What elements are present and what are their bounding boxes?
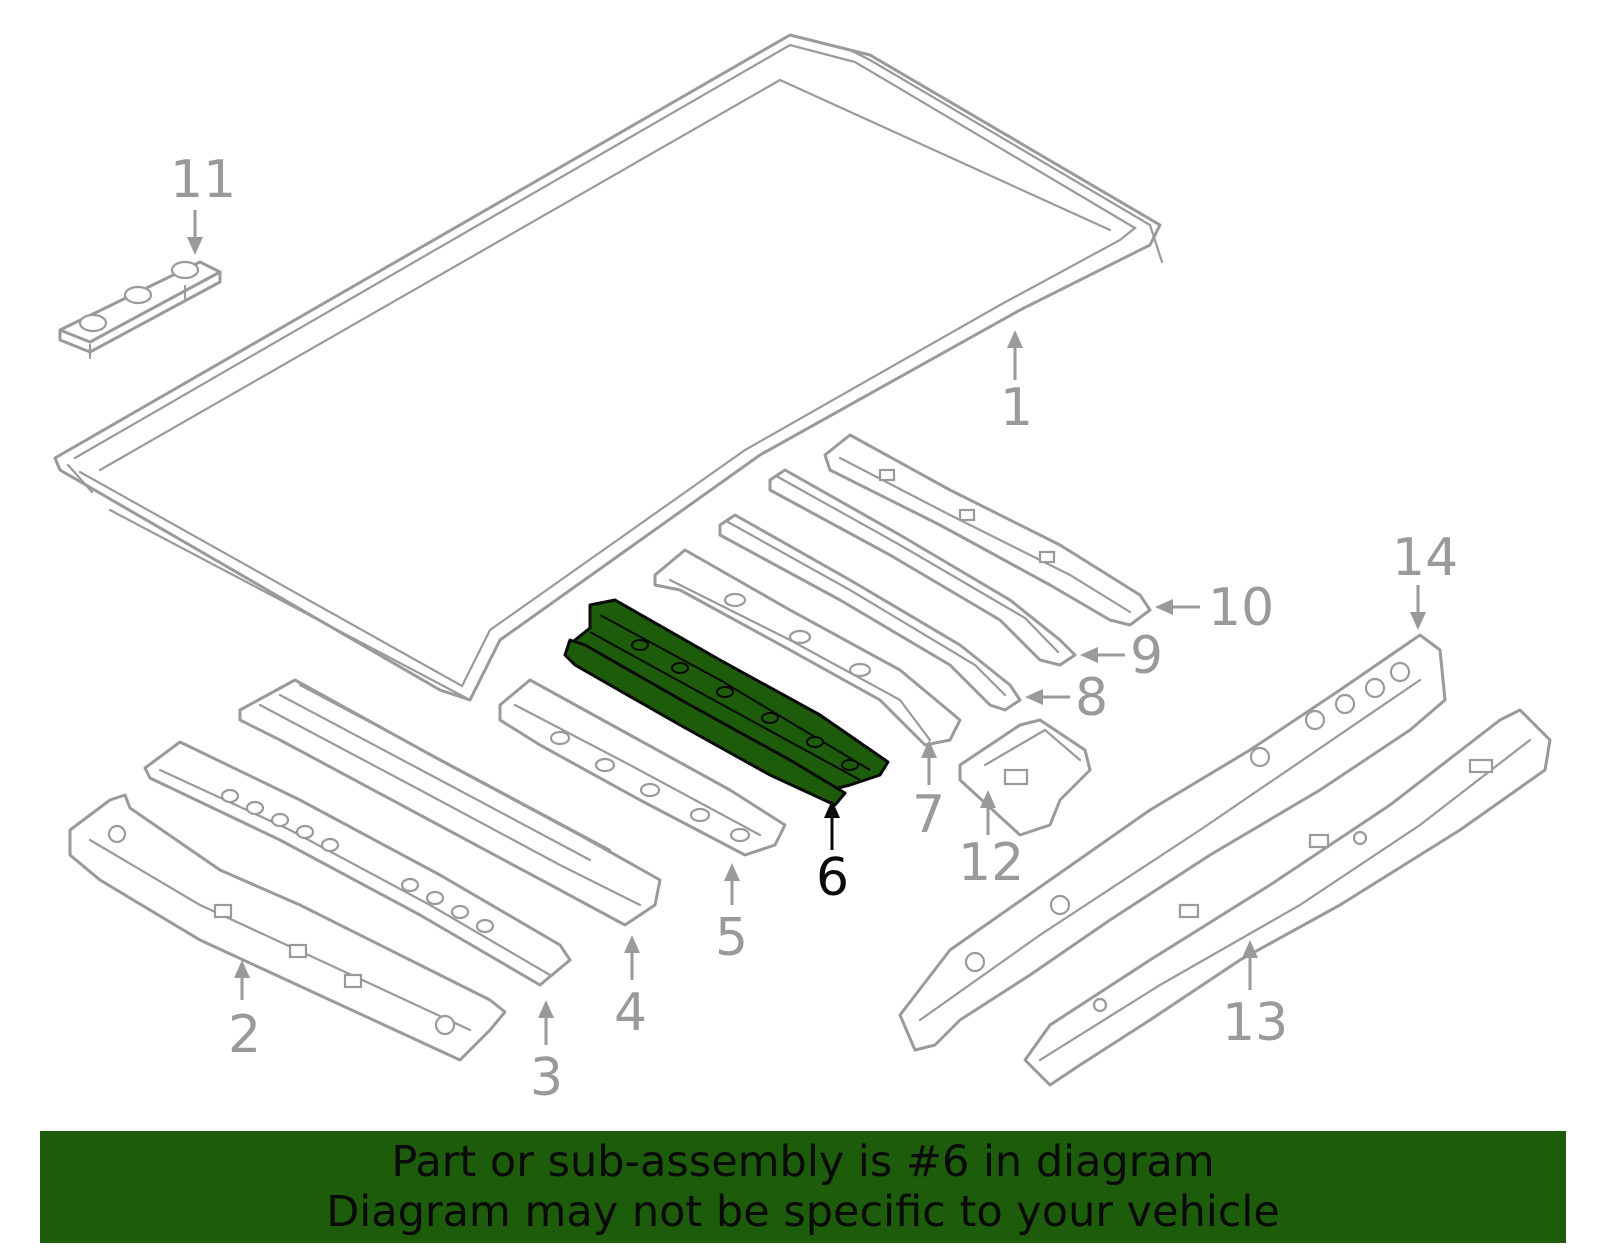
callout-4: 4	[614, 983, 647, 1043]
roof-panel[interactable]	[53, 33, 1164, 702]
callout-2: 2	[228, 1005, 261, 1065]
roof-rail-9[interactable]	[768, 468, 1077, 667]
callout-13: 13	[1222, 993, 1288, 1053]
info-banner: Part or sub-assembly is #6 in diagram Di…	[40, 1131, 1566, 1243]
side-panel-outer-13[interactable]	[1023, 708, 1552, 1087]
bracket-12[interactable]	[958, 718, 1092, 837]
roof-bow-7[interactable]	[653, 548, 962, 747]
roof-bow-3[interactable]	[143, 740, 572, 987]
leader-arrows	[187, 210, 1426, 1045]
roof-bracket-11[interactable]	[58, 260, 222, 360]
side-panel-inner-14[interactable]	[898, 633, 1447, 1052]
callout-10: 10	[1208, 578, 1274, 638]
callout-12: 12	[958, 833, 1024, 893]
roof-rail-8[interactable]	[718, 513, 1022, 712]
front-header-2[interactable]	[68, 793, 507, 1062]
callout-1: 1	[1000, 378, 1033, 438]
callout-8: 8	[1075, 668, 1108, 728]
callout-14: 14	[1392, 528, 1458, 588]
banner-line-part: Part or sub-assembly is #6 in diagram	[391, 1137, 1215, 1187]
callout-11: 11	[170, 150, 236, 210]
callout-5: 5	[715, 908, 748, 968]
callout-6: 6	[816, 848, 849, 908]
side-rail-10[interactable]	[823, 433, 1152, 627]
banner-line-disclaimer: Diagram may not be specific to your vehi…	[326, 1187, 1280, 1237]
callout-7: 7	[912, 785, 945, 845]
roof-bow-4[interactable]	[238, 678, 662, 927]
roof-bow-5[interactable]	[498, 678, 787, 857]
callout-3: 3	[530, 1048, 563, 1108]
callout-9: 9	[1130, 626, 1163, 686]
roof-bow-6-highlighted[interactable]	[563, 598, 890, 807]
